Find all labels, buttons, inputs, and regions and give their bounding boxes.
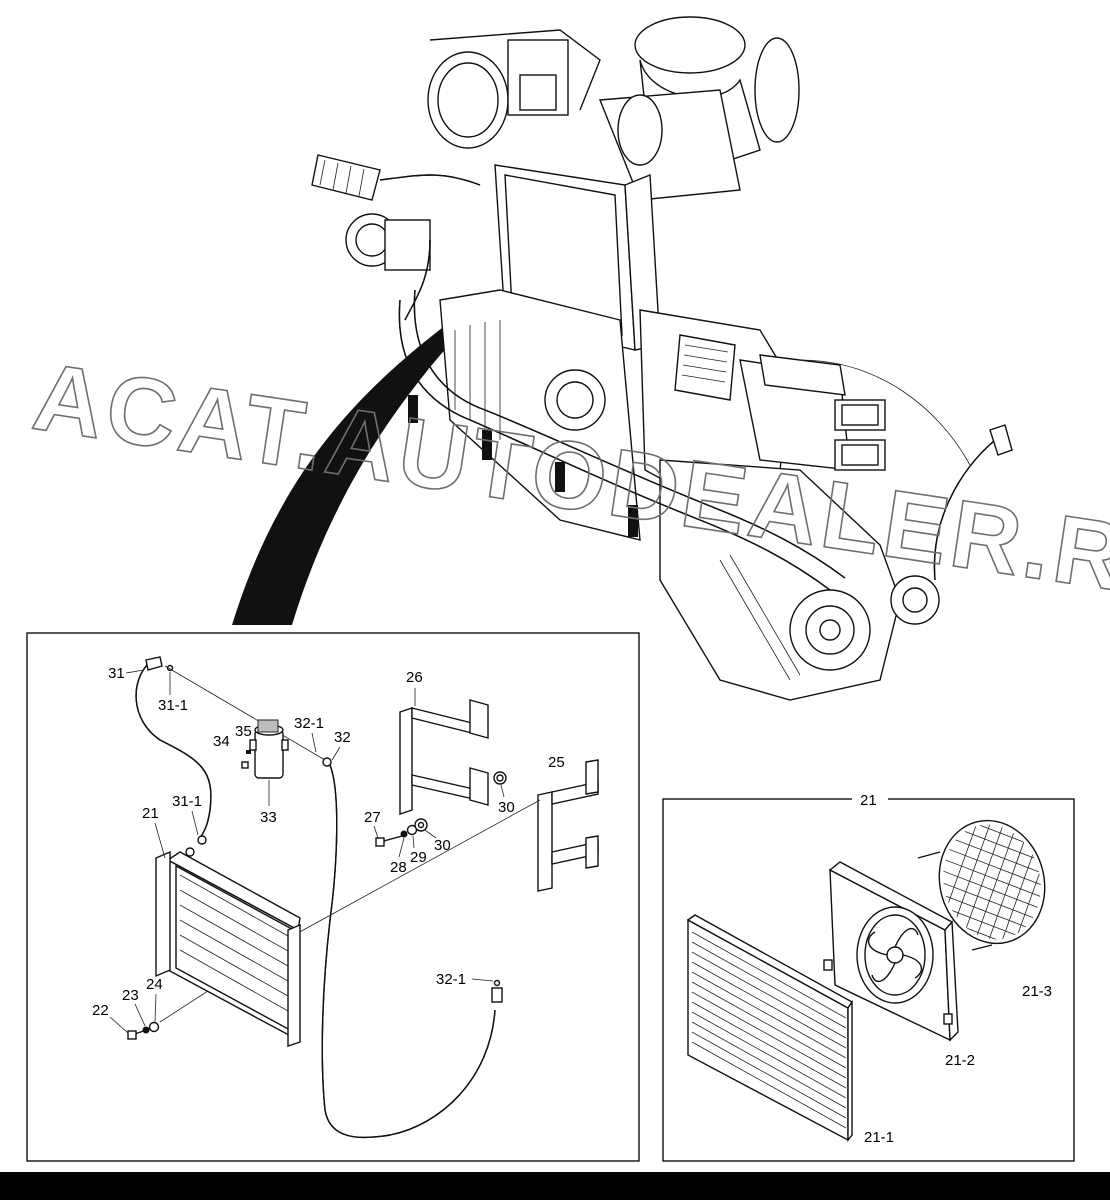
- callout-26: 26: [406, 669, 423, 686]
- detail-panel-title-gap: [852, 792, 888, 806]
- callout-24: 24: [146, 976, 163, 993]
- callout-31: 31: [108, 665, 125, 682]
- bottom-bar: [0, 1172, 1110, 1200]
- condenser-21: [155, 847, 301, 1047]
- callout-30-right: 30: [498, 799, 515, 816]
- callout-33: 33: [260, 809, 277, 826]
- callout-34: 34: [213, 733, 230, 750]
- condenser-core-21-1: [686, 914, 854, 1142]
- callout-35: 35: [235, 723, 252, 740]
- callout-23: 23: [122, 987, 139, 1004]
- detail-panel-callouts: 21-1 21-2 21-3: [864, 983, 1052, 1146]
- bracket-26: [399, 699, 489, 815]
- callout-32-1-top: 32-1: [294, 715, 324, 732]
- callout-31-1-bottom: 31-1: [172, 793, 202, 810]
- callout-31-1-top: 31-1: [158, 697, 188, 714]
- callout-25: 25: [548, 754, 565, 771]
- engine-assembly-illustration: [232, 16, 1013, 701]
- callout-32-1-bottom: 32-1: [436, 971, 466, 988]
- callout-29: 29: [410, 849, 427, 866]
- hose-32: [321, 764, 496, 1139]
- detail-panel-parts: [686, 813, 1054, 1142]
- detail-panel-title: 21: [860, 792, 877, 809]
- zoom-leader-wedge: [232, 318, 462, 625]
- callout-22: 22: [92, 1002, 109, 1019]
- callout-32: 32: [334, 729, 351, 746]
- callout-27: 27: [364, 809, 381, 826]
- main-panel-frame: [26, 632, 640, 1162]
- callout-21: 21: [142, 805, 159, 822]
- callout-21-3: 21-3: [1022, 983, 1052, 1000]
- main-panel-callouts: 31 31-1 35 34 33 32-1 32 26 30 25 27 28 …: [92, 665, 565, 1034]
- callout-28: 28: [390, 859, 407, 876]
- main-panel-parts: [127, 656, 599, 1139]
- callout-21-1: 21-1: [864, 1129, 894, 1146]
- receiver-drier-33: [249, 719, 289, 779]
- callout-21-2: 21-2: [945, 1052, 975, 1069]
- callout-30-left: 30: [434, 837, 451, 854]
- bracket-25: [537, 759, 599, 892]
- fan-shroud-21-2: [823, 861, 959, 1042]
- fan-guard-21-3: [917, 813, 1054, 951]
